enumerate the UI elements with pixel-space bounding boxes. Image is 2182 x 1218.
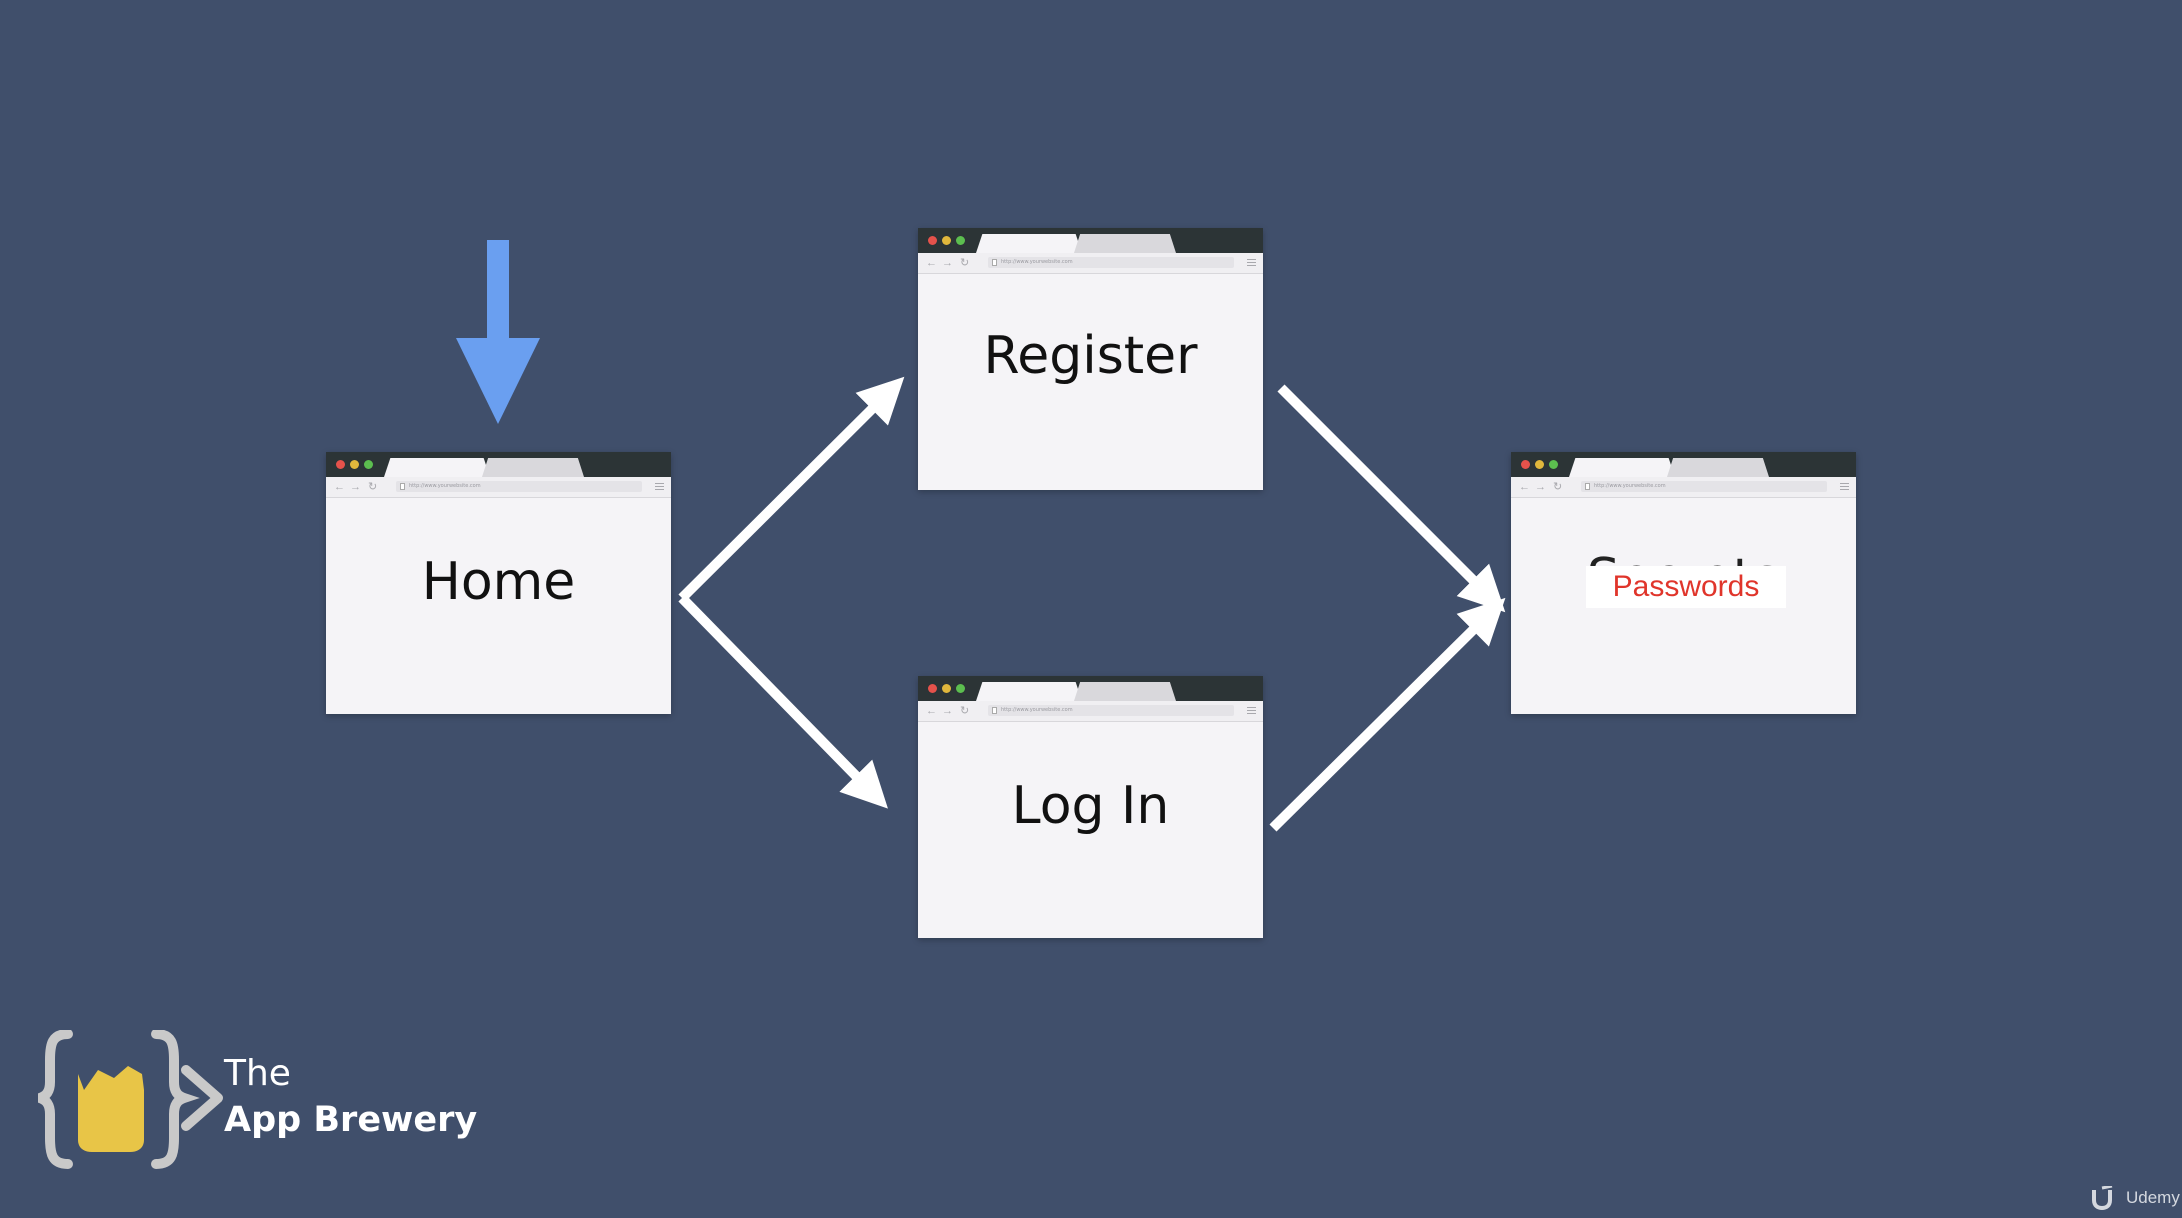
- url-field: http://www.yourwebsite.com: [988, 257, 1234, 268]
- browser-tab-active: [384, 458, 490, 477]
- close-dot-icon: [928, 236, 937, 245]
- reload-icon: ↻: [960, 257, 970, 269]
- watermark-text: Udemy: [2126, 1188, 2180, 1207]
- browser-titlebar: [918, 228, 1263, 253]
- url-text: http://www.yourwebsite.com: [1594, 483, 1666, 489]
- browser-titlebar: [326, 452, 671, 477]
- forward-arrow-icon: →: [942, 705, 953, 717]
- browser-titlebar: [918, 676, 1263, 701]
- url-text: http://www.yourwebsite.com: [1001, 259, 1073, 265]
- node-label-register: Register: [983, 326, 1198, 386]
- edge-home-to-login: [678, 594, 888, 809]
- maximize-dot-icon: [364, 460, 373, 469]
- url-field: http://www.yourwebsite.com: [396, 481, 642, 492]
- app-brewery-logo-icon: [38, 1030, 223, 1169]
- browser-address-bar: ← → ↻ http://www.yourwebsite.com: [326, 477, 671, 498]
- url-field: http://www.yourwebsite.com: [988, 705, 1234, 716]
- maximize-dot-icon: [1549, 460, 1558, 469]
- back-arrow-icon: ←: [926, 705, 937, 717]
- back-arrow-icon: ←: [334, 481, 345, 493]
- maximize-dot-icon: [956, 684, 965, 693]
- minimize-dot-icon: [942, 236, 951, 245]
- back-arrow-icon: ←: [926, 257, 937, 269]
- node-label-home: Home: [421, 552, 576, 612]
- page-icon: [992, 259, 997, 266]
- browser-tab-active: [976, 682, 1082, 701]
- edge-home-to-register: [678, 376, 905, 602]
- browser-address-bar: ← → ↻ http://www.yourwebsite.com: [918, 253, 1263, 274]
- minimize-dot-icon: [942, 684, 951, 693]
- forward-arrow-icon: →: [1535, 481, 1546, 493]
- browser-window-login: ← → ↻ http://www.yourwebsite.com Log In: [918, 676, 1263, 938]
- menu-icon: [655, 483, 664, 490]
- node-label-login: Log In: [1011, 776, 1170, 836]
- udemy-logo-icon: [2092, 1186, 2113, 1210]
- down-arrow-icon: [456, 240, 540, 424]
- close-dot-icon: [1521, 460, 1530, 469]
- browser-window-register: ← → ↻ http://www.yourwebsite.com Registe…: [918, 228, 1263, 490]
- close-dot-icon: [928, 684, 937, 693]
- browser-tab-inactive: [1074, 682, 1176, 701]
- browser-tab-inactive: [1074, 234, 1176, 253]
- maximize-dot-icon: [956, 236, 965, 245]
- edge-login-to-secrets: [1269, 597, 1506, 832]
- menu-icon: [1247, 259, 1256, 266]
- browser-window-home: ← → ↻ http://www.yourwebsite.com Home: [326, 452, 671, 714]
- page-icon: [400, 483, 405, 490]
- page-icon: [1585, 483, 1590, 490]
- browser-address-bar: ← → ↻ http://www.yourwebsite.com: [918, 701, 1263, 722]
- back-arrow-icon: ←: [1519, 481, 1530, 493]
- brand-line-1: The: [224, 1053, 291, 1094]
- reload-icon: ↻: [368, 481, 378, 493]
- edge-register-to-secrets: [1277, 384, 1506, 613]
- reload-icon: ↻: [960, 705, 970, 717]
- browser-tab-inactive: [1667, 458, 1769, 477]
- browser-tab-inactive: [482, 458, 584, 477]
- forward-arrow-icon: →: [942, 257, 953, 269]
- reload-icon: ↻: [1553, 481, 1563, 493]
- url-field: http://www.yourwebsite.com: [1581, 481, 1827, 492]
- brand-line-2: App Brewery: [224, 1100, 478, 1140]
- browser-titlebar: [1511, 452, 1856, 477]
- menu-icon: [1840, 483, 1849, 490]
- page-icon: [992, 707, 997, 714]
- node-overlay-label-passwords: Passwords: [1586, 566, 1786, 608]
- url-text: http://www.yourwebsite.com: [1001, 707, 1073, 713]
- minimize-dot-icon: [350, 460, 359, 469]
- minimize-dot-icon: [1535, 460, 1544, 469]
- close-dot-icon: [336, 460, 345, 469]
- browser-tab-active: [976, 234, 1082, 253]
- menu-icon: [1247, 707, 1256, 714]
- browser-tab-active: [1569, 458, 1675, 477]
- url-text: http://www.yourwebsite.com: [409, 483, 481, 489]
- forward-arrow-icon: →: [350, 481, 361, 493]
- browser-window-secrets: ← → ↻ http://www.yourwebsite.com Secrets: [1511, 452, 1856, 714]
- browser-address-bar: ← → ↻ http://www.yourwebsite.com: [1511, 477, 1856, 498]
